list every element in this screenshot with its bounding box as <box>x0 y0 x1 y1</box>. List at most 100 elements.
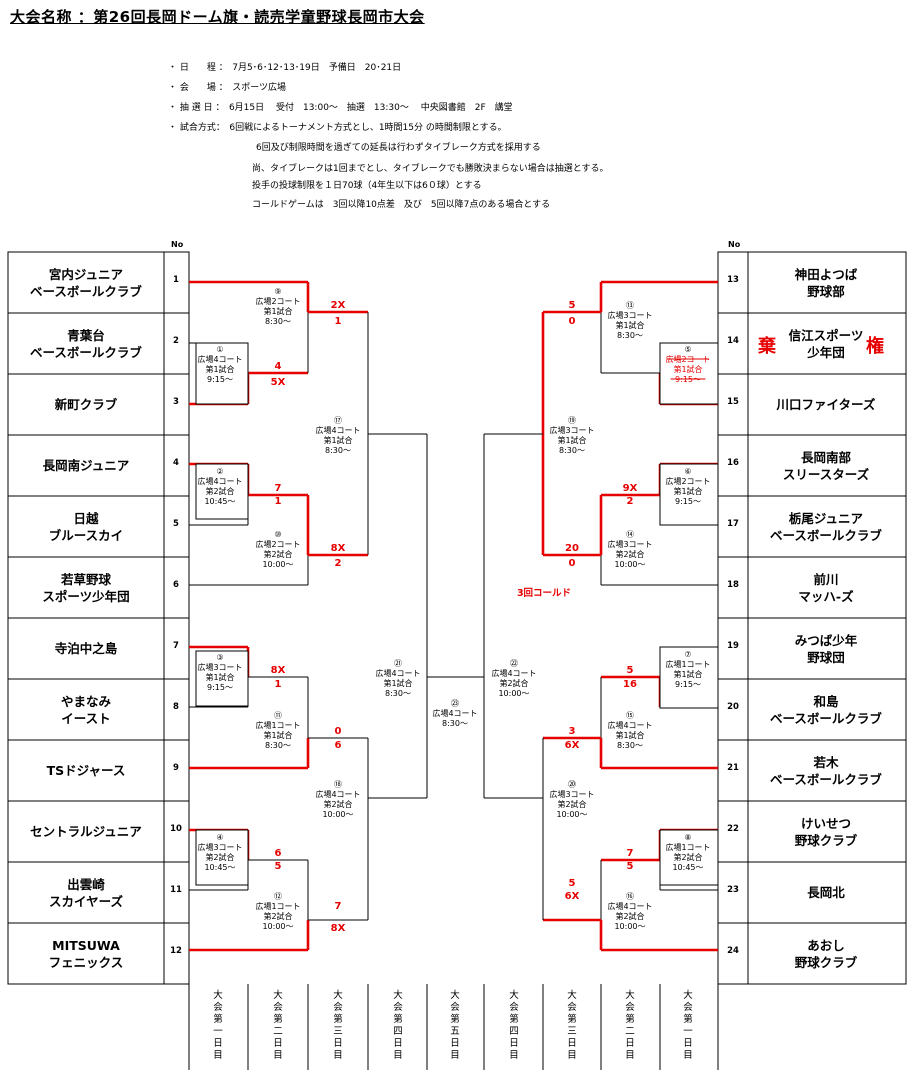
game-info: ④ <box>216 833 223 842</box>
game-info: 10:00～ <box>262 922 293 931</box>
team-number: 24 <box>727 946 739 956</box>
day-label-char: 二 <box>625 1026 635 1037</box>
game-info: 8:30～ <box>325 446 351 455</box>
game-info: 広場4コート <box>375 668 420 678</box>
day-label-char: 三 <box>567 1026 577 1037</box>
score: 0 <box>569 558 576 569</box>
game-info: ⑤ <box>684 345 691 354</box>
day-label-char: 大 <box>683 989 693 1001</box>
game-info: 10:00～ <box>614 560 645 569</box>
day-label-char: 大 <box>625 989 635 1001</box>
team-number: 14 <box>727 336 739 346</box>
game-info: ⑮ <box>626 711 634 720</box>
team-number: 4 <box>173 458 179 468</box>
team-number: 2 <box>173 336 179 346</box>
team-name: 長岡南部 <box>801 450 852 465</box>
game-info: 広場2コート <box>665 476 710 486</box>
day-label-char: 四 <box>393 1026 403 1037</box>
game-info: ⑦ <box>684 650 691 659</box>
team-number: 19 <box>727 641 739 651</box>
team-name: TSドジャース <box>47 763 126 778</box>
score: 16 <box>623 679 637 690</box>
info-venue: ・ 会 場 ： スポーツ広場 <box>168 83 287 93</box>
day-label-char: 日 <box>509 1038 519 1049</box>
forfeit-mark: 棄 <box>758 335 777 357</box>
day-label-char: 第 <box>393 1013 403 1025</box>
game-info: 8:30～ <box>265 317 291 326</box>
day-label-char: 第 <box>333 1013 343 1025</box>
day-label-char: 日 <box>450 1038 460 1049</box>
day-label-char: 大 <box>509 989 519 1001</box>
game-info: ⑱ <box>334 780 342 789</box>
team-number: 23 <box>727 885 739 895</box>
team-number: 11 <box>170 885 182 895</box>
game-info: ② <box>216 467 223 476</box>
game-info: 10:00～ <box>322 810 353 819</box>
day-label-char: 大 <box>333 989 343 1001</box>
score: 0 <box>335 726 342 737</box>
game-info: 広場3コート <box>549 425 594 435</box>
team-name: イースト <box>61 711 110 726</box>
team-name: 神田よつば <box>795 267 858 282</box>
day-label-char: 大 <box>393 989 403 1001</box>
day-label-char: 目 <box>450 1050 460 1061</box>
score: 6X <box>565 740 580 751</box>
game-info: 第1試合 <box>323 435 352 445</box>
team-name: ベースボールクラブ <box>770 772 882 787</box>
game-info: 第2試合 <box>499 678 528 688</box>
game-info: 第1試合 <box>205 364 234 374</box>
game-info: 8:30～ <box>265 741 291 750</box>
team-name: 少年団 <box>806 345 845 360</box>
game-info: ③ <box>216 653 223 662</box>
team-name: 寺泊中之島 <box>55 641 118 656</box>
team-number: 5 <box>173 519 179 529</box>
game-info: 10:45～ <box>204 497 235 506</box>
team-number: 15 <box>727 397 739 407</box>
team-number: 21 <box>727 763 739 773</box>
game-info: 広場3コート <box>197 842 242 852</box>
day-label-char: 日 <box>567 1038 577 1049</box>
team-number: 1 <box>173 275 179 285</box>
game-box <box>659 342 719 405</box>
team-name: 栃尾ジュニア <box>789 511 863 526</box>
score: 6 <box>335 740 342 751</box>
day-label-char: 大 <box>450 989 460 1001</box>
day-label-char: 第 <box>625 1013 635 1025</box>
day-label-char: 会 <box>273 1001 283 1013</box>
team-number: 17 <box>727 519 739 529</box>
game-info: 広場1コート <box>665 842 710 852</box>
game-info: 第1試合 <box>615 320 644 330</box>
team-name: 長岡北 <box>807 885 845 900</box>
day-label-char: 大 <box>213 989 223 1001</box>
game-info: 9:15～ <box>207 683 233 692</box>
day-label-char: 目 <box>273 1050 283 1061</box>
game-info: 10:00～ <box>498 689 529 698</box>
score: 6X <box>565 891 580 902</box>
game-info: 広場4コート <box>491 668 536 678</box>
game-info: 9:15～ <box>207 375 233 384</box>
team-name: フェニックス <box>49 955 124 970</box>
game-info: ⑩ <box>274 530 281 539</box>
score: 5 <box>275 861 282 872</box>
team-name: 野球クラブ <box>795 955 858 970</box>
team-number: 16 <box>727 458 739 468</box>
team-name: 野球部 <box>807 284 845 299</box>
team-name: 青葉台 <box>67 328 105 343</box>
day-label-char: 会 <box>683 1001 693 1013</box>
score: 5 <box>569 878 576 889</box>
day-label-char: 会 <box>625 1001 635 1013</box>
day-label-char: 目 <box>509 1050 519 1061</box>
rule-called-game: コールドゲームは 3回以降10点差 及び 5回以降7点のある場合とする <box>252 200 551 210</box>
game-info: 第2試合 <box>263 549 292 559</box>
score: 4 <box>275 361 282 372</box>
game-info: 第1試合 <box>557 435 586 445</box>
score: 5 <box>627 665 634 676</box>
game-info: 第1試合 <box>383 678 412 688</box>
game-info: ⑥ <box>684 467 691 476</box>
game-info: 8:30～ <box>385 689 411 698</box>
score: 3 <box>569 726 576 737</box>
day-label-char: 目 <box>333 1050 343 1061</box>
team-name: スカイヤーズ <box>49 894 124 909</box>
team-name: MITSUWA <box>52 938 120 953</box>
team-number: 20 <box>727 702 739 712</box>
